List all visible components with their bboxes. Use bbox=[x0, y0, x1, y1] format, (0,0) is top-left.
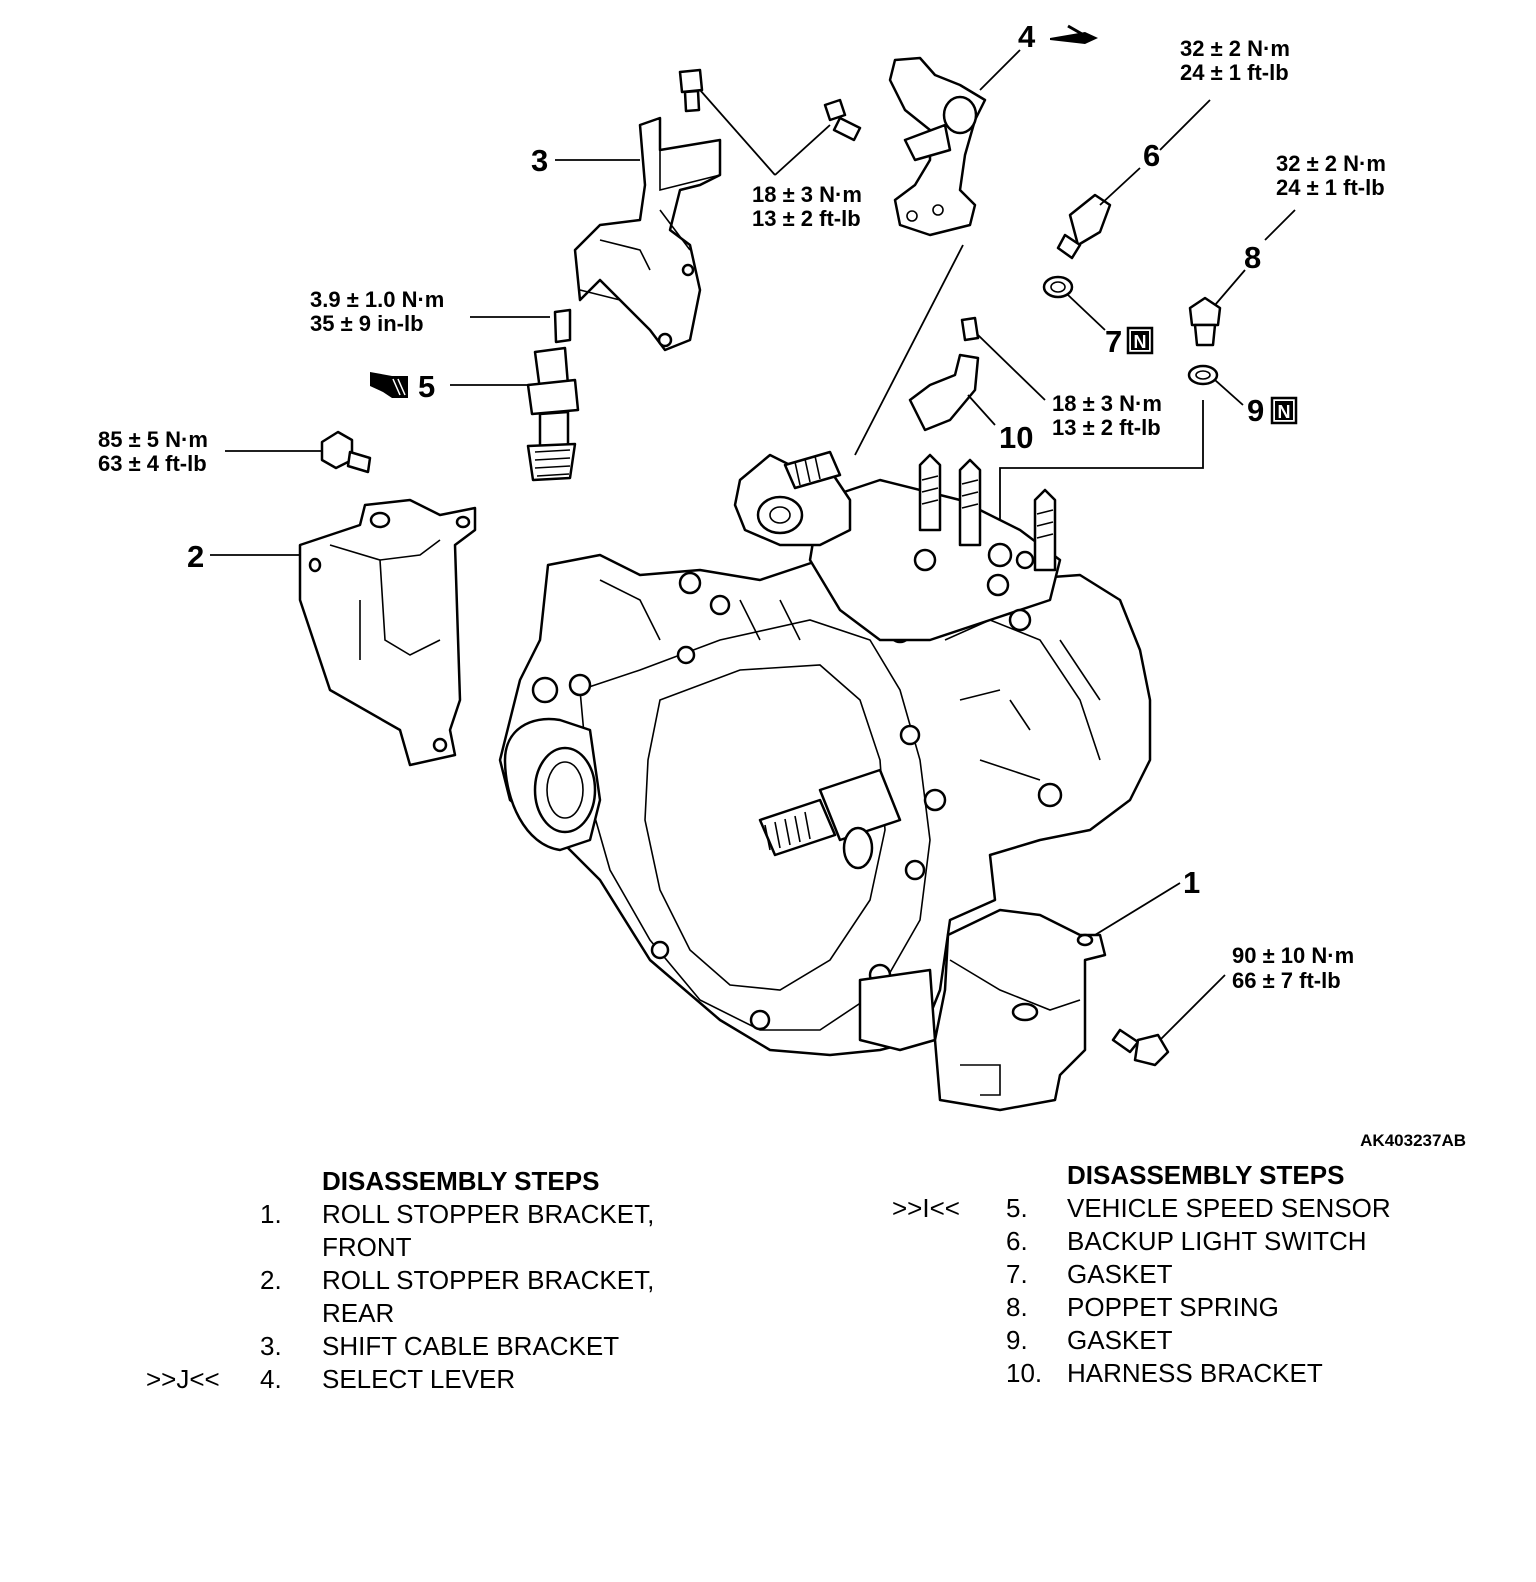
select-lever bbox=[888, 56, 987, 237]
backup-light-switch bbox=[1056, 193, 1112, 260]
torque-spec-switch6-ftlb: 24 ± 1 ft-lb bbox=[1180, 60, 1289, 85]
callout-9: 9 bbox=[1247, 393, 1264, 428]
leader-lines bbox=[210, 49, 1296, 1041]
torque-spec-sensor5-inlb: 35 ± 9 in-lb bbox=[310, 311, 424, 336]
torque-spec-plug8-ftlb: 24 ± 1 ft-lb bbox=[1276, 175, 1385, 200]
callout-10: 10 bbox=[999, 420, 1033, 455]
torque-spec-bracket1-nm: 90 ± 10 N·m bbox=[1232, 943, 1354, 968]
figure-id: AK403237AB bbox=[1360, 1131, 1466, 1150]
callout-7: 7 bbox=[1105, 324, 1122, 359]
harness-bracket bbox=[908, 316, 980, 432]
callout-2: 2 bbox=[187, 539, 204, 574]
svg-text:N: N bbox=[1134, 332, 1147, 352]
torque-spec-sensor5-nm: 3.9 ± 1.0 N·m bbox=[310, 287, 444, 312]
callout-1: 1 bbox=[1183, 865, 1200, 900]
callout-6: 6 bbox=[1143, 138, 1160, 173]
poppet-spring-plug bbox=[1188, 296, 1222, 347]
new-part-badge-9: N bbox=[1270, 396, 1298, 425]
gasket-part7 bbox=[1042, 275, 1074, 299]
callout-8: 8 bbox=[1244, 240, 1261, 275]
torque-spec-switch6-nm: 32 ± 2 N·m bbox=[1180, 36, 1290, 61]
callout-5: 5 bbox=[418, 369, 435, 404]
bolt-part2 bbox=[320, 430, 372, 474]
gasket-part9 bbox=[1187, 364, 1219, 386]
vehicle-speed-sensor bbox=[526, 308, 580, 482]
roll-stopper-bracket-rear bbox=[298, 498, 477, 767]
bolt-part3b bbox=[823, 98, 862, 142]
torque-spec-bracket3-ftlb: 13 ± 2 ft-lb bbox=[752, 206, 861, 231]
shift-cable-bracket bbox=[573, 116, 722, 352]
torque-spec-bracket10-ftlb: 13 ± 2 ft-lb bbox=[1052, 415, 1161, 440]
grease-symbol-icon bbox=[1050, 24, 1098, 44]
torque-spec-bolt2-nm: 85 ± 5 N·m bbox=[98, 427, 208, 452]
torque-spec-plug8-nm: 32 ± 2 N·m bbox=[1276, 151, 1386, 176]
transaxle-case bbox=[498, 450, 1152, 1057]
bolt-part3a bbox=[678, 68, 704, 113]
torque-spec-bolt2-ftlb: 63 ± 4 ft-lb bbox=[98, 451, 207, 476]
callout-4: 4 bbox=[1018, 19, 1036, 54]
torque-spec-bracket3-nm: 18 ± 3 N·m bbox=[752, 182, 862, 207]
new-part-badge-7: N bbox=[1126, 326, 1154, 355]
oil-apply-symbol-icon bbox=[370, 372, 408, 398]
roll-stopper-bracket-front bbox=[933, 908, 1107, 1112]
svg-text:N: N bbox=[1278, 402, 1291, 422]
torque-spec-bracket10-nm: 18 ± 3 N·m bbox=[1052, 391, 1162, 416]
torque-spec-bracket1-ftlb: 66 ± 7 ft-lb bbox=[1232, 968, 1341, 993]
callout-3: 3 bbox=[531, 143, 548, 178]
bolt-part1 bbox=[1111, 1028, 1170, 1067]
